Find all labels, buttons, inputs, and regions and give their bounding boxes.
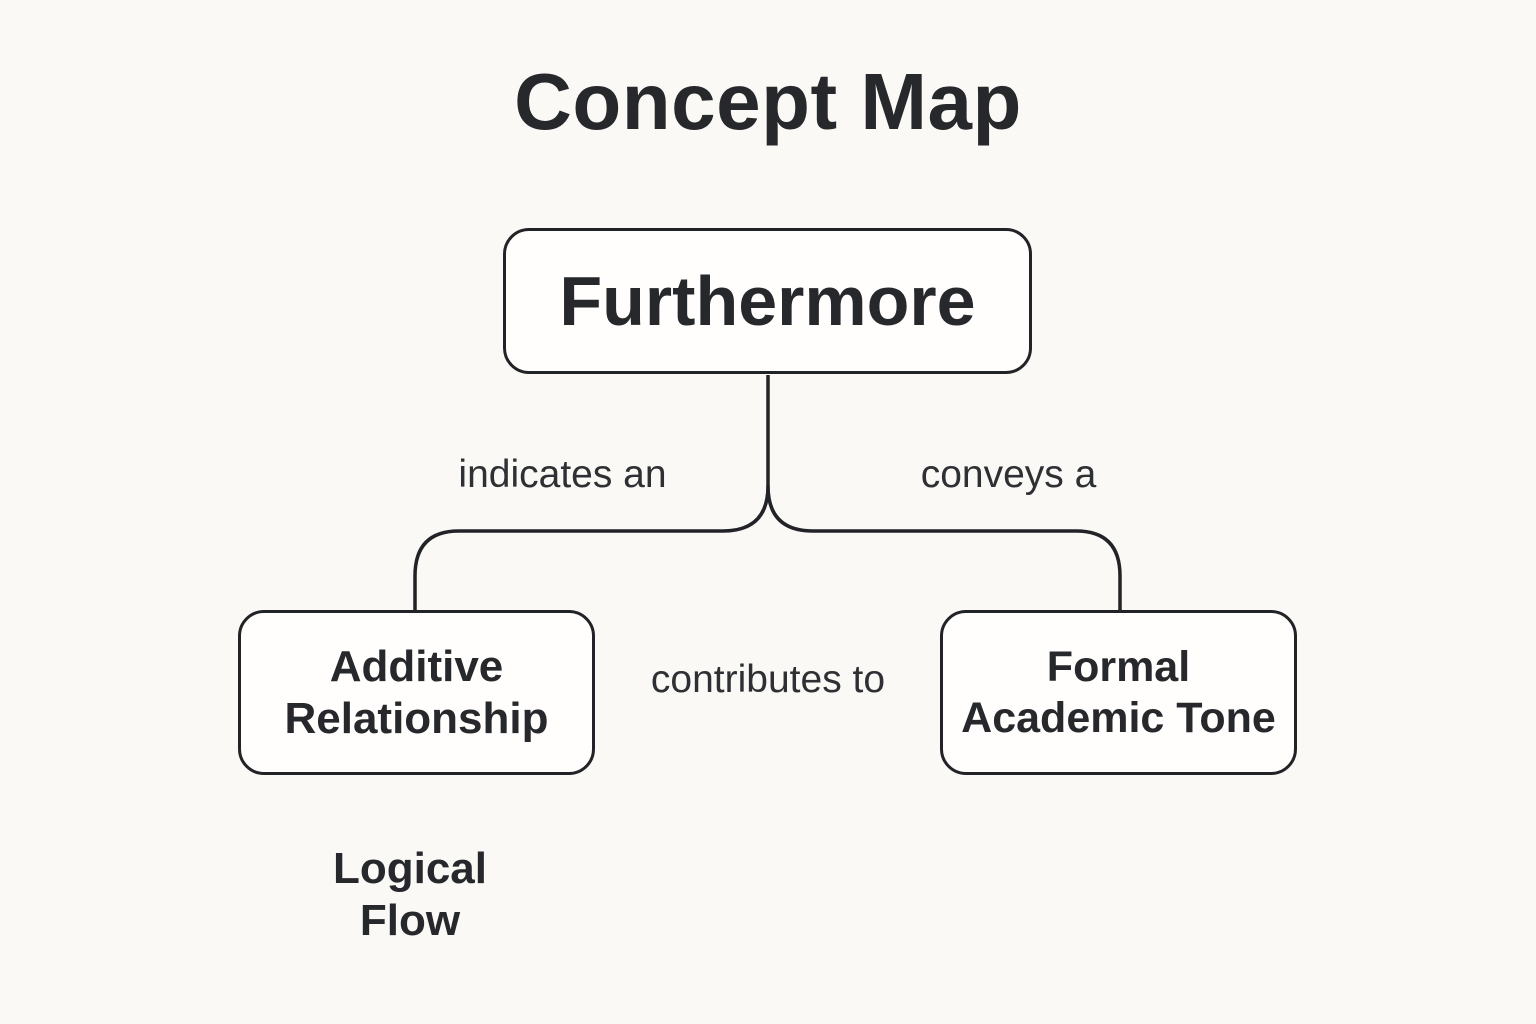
connector-root-to-left: [413, 375, 770, 610]
connector-root-to-right: [766, 485, 1122, 610]
edge-label-indicates-an: indicates an: [458, 453, 667, 496]
node-formal-academic-tone-label: Formal Academic Tone: [961, 642, 1276, 742]
node-furthermore-label: Furthermore: [559, 262, 976, 340]
page-title: Concept Map: [514, 57, 1022, 146]
node-furthermore: Furthermore: [503, 228, 1032, 374]
node-additive-relationship-label: Additive Relationship: [284, 641, 549, 743]
edge-label-conveys-a: conveys a: [920, 453, 1097, 496]
floating-label-logical-flow: Logical Flow: [332, 844, 488, 945]
node-formal-academic-tone: Formal Academic Tone: [940, 610, 1297, 775]
edge-label-contributes-to: contributes to: [650, 658, 886, 701]
node-additive-relationship: Additive Relationship: [238, 610, 595, 775]
